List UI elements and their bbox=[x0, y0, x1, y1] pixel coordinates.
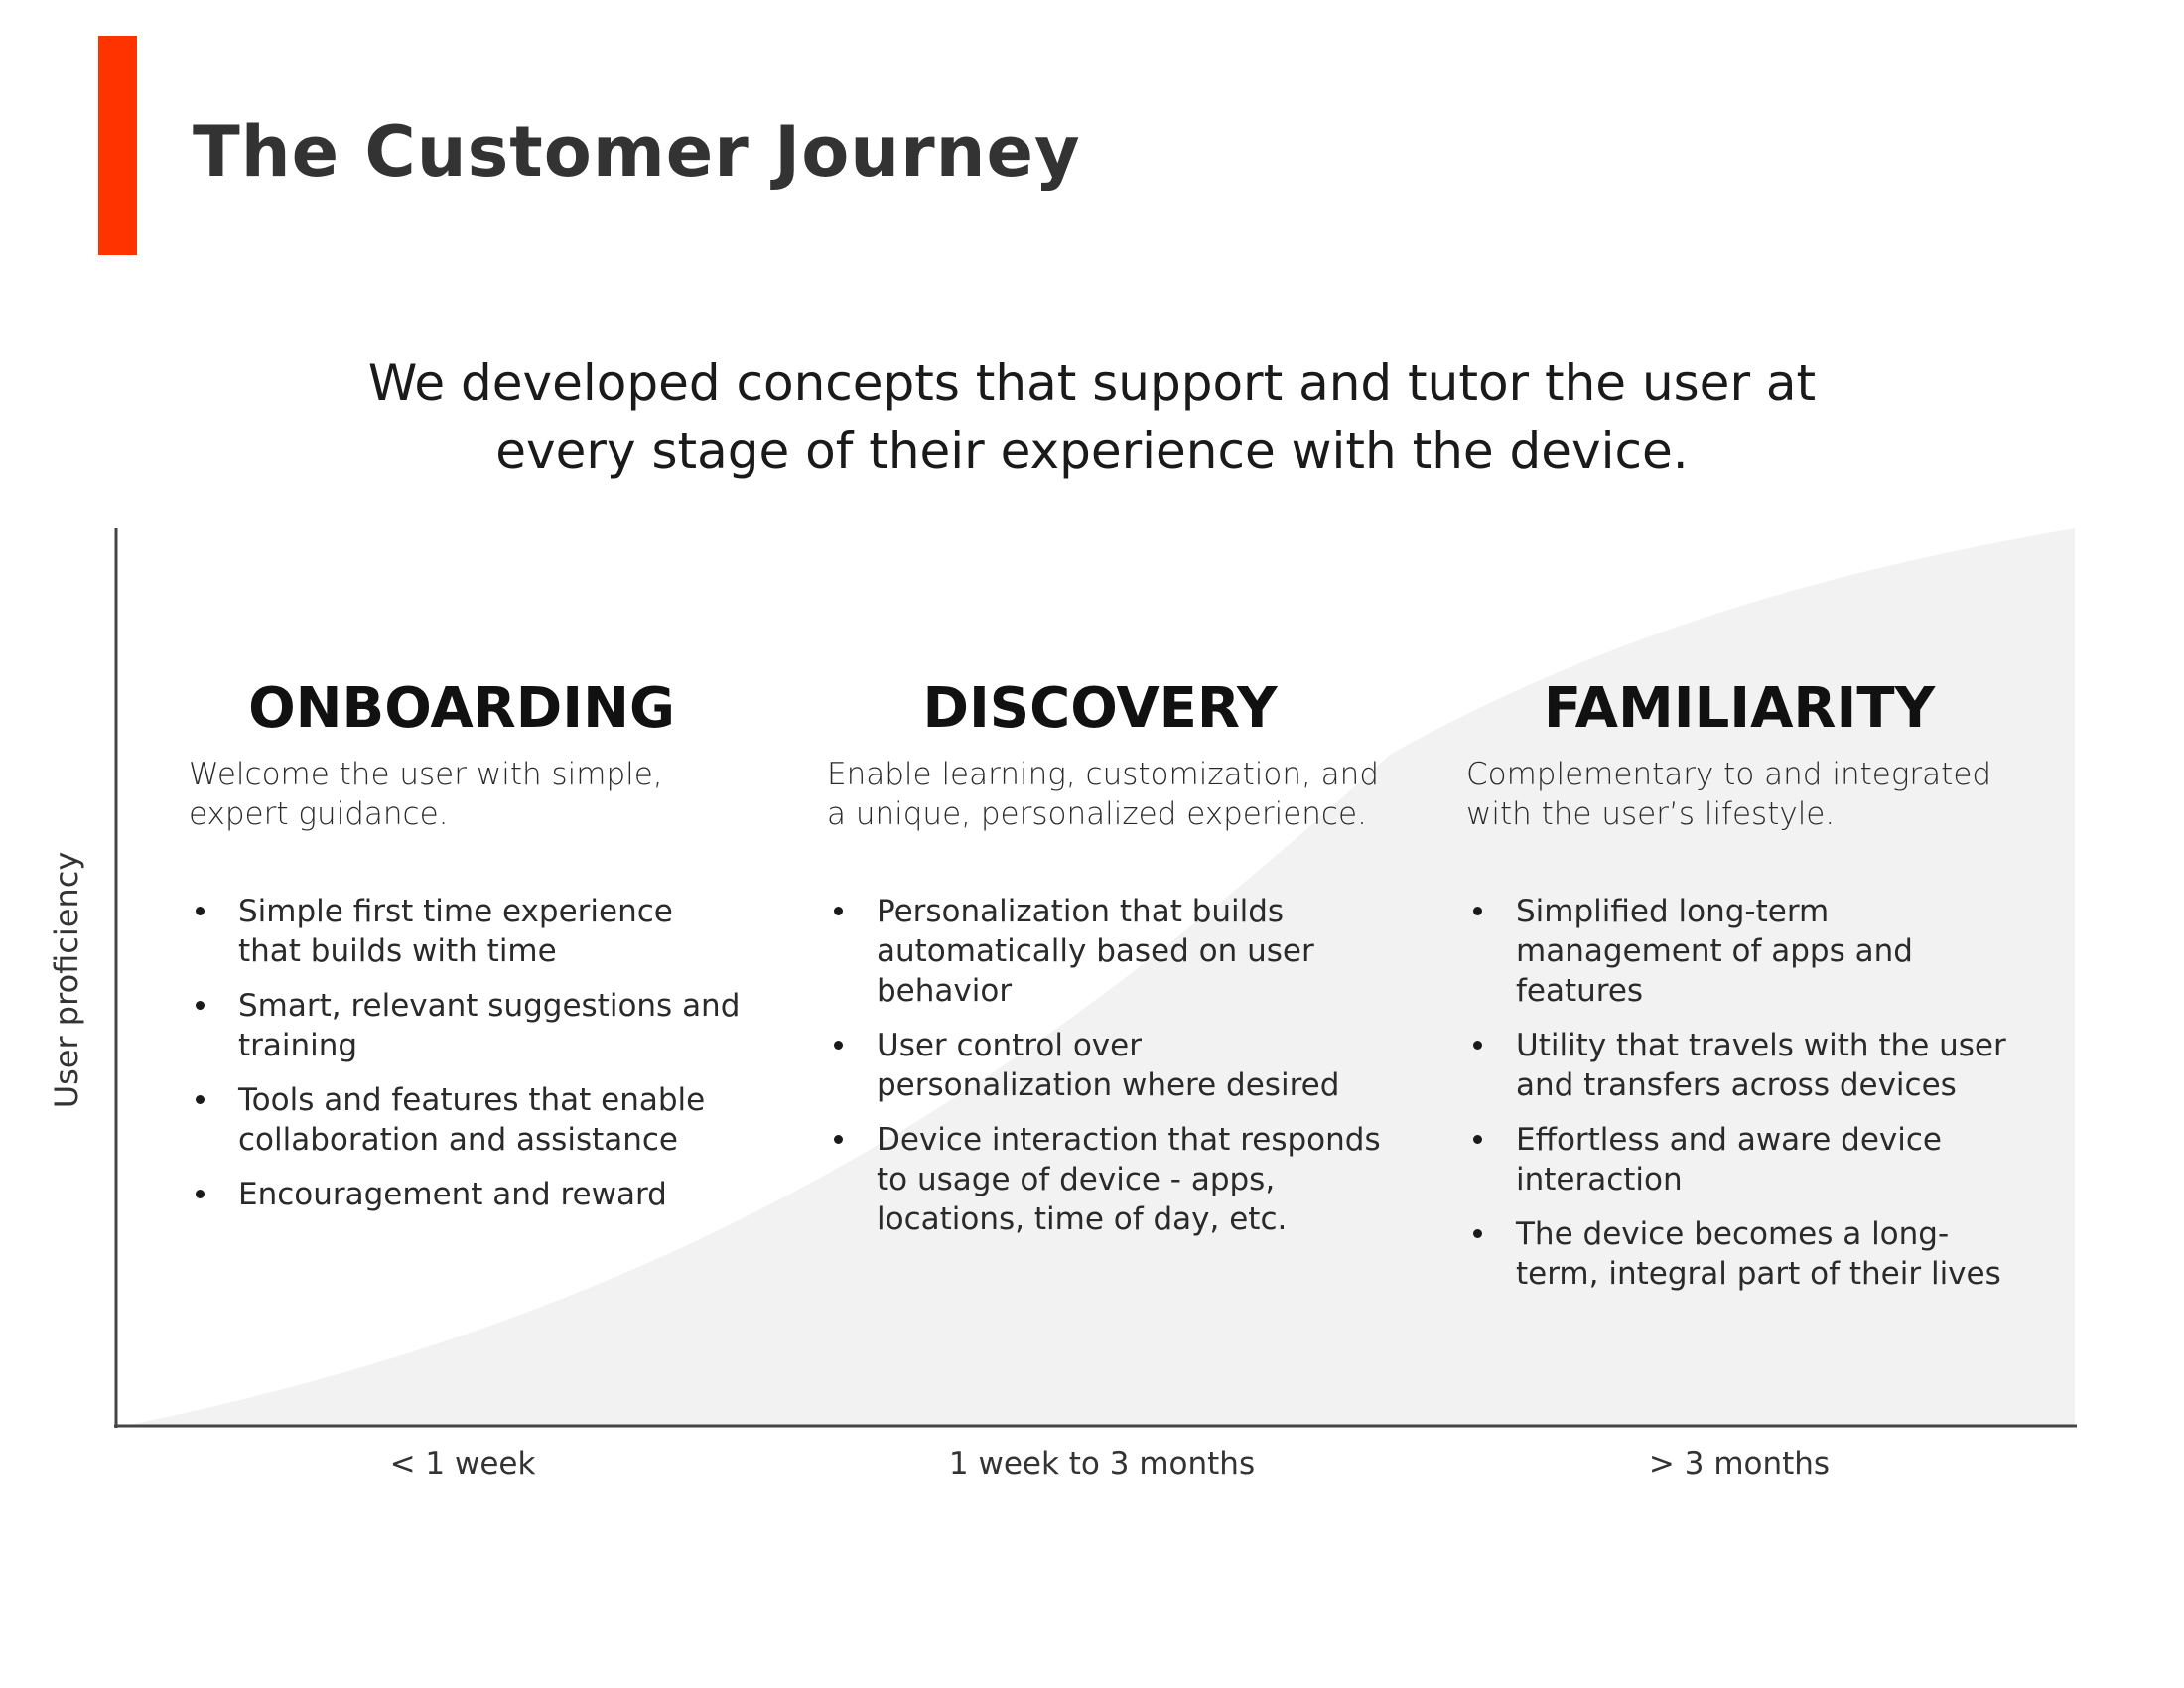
subtitle-line: We developed concepts that support and t… bbox=[367, 354, 1817, 412]
y-axis-label: User proficiency bbox=[48, 851, 85, 1109]
list-item: Smart, relevant suggestions and training bbox=[189, 986, 745, 1065]
list-item: User control over personalization where … bbox=[827, 1026, 1383, 1105]
list-item-text: Simple first time experience that builds… bbox=[238, 894, 673, 969]
bullet-dot bbox=[1473, 907, 1482, 915]
bullet-dot bbox=[196, 1190, 205, 1198]
list-item-text: Simplified long-term management of apps … bbox=[1516, 894, 1913, 1009]
bullet-dot bbox=[834, 1041, 843, 1050]
list-item: Tools and features that enable collabora… bbox=[189, 1080, 745, 1160]
list-item-text: Encouragement and reward bbox=[238, 1177, 667, 1212]
list-item-text: Utility that travels with the user and t… bbox=[1516, 1028, 2006, 1103]
list-item-text: Smart, relevant suggestions and training bbox=[238, 988, 741, 1063]
stage-bullet-list: Personalization that builds automaticall… bbox=[827, 892, 1383, 1254]
list-item: Simplified long-term management of apps … bbox=[1466, 892, 2022, 1011]
title-accent-bar bbox=[98, 36, 137, 255]
x-tick-label: > 3 months bbox=[1648, 1446, 1831, 1481]
page-title: The Customer Journey bbox=[193, 111, 1081, 193]
list-item: Encouragement and reward bbox=[189, 1175, 745, 1214]
list-item: Utility that travels with the user and t… bbox=[1466, 1026, 2022, 1105]
stage-heading: FAMILIARITY bbox=[1543, 676, 1936, 741]
list-item: Device interaction that responds to usag… bbox=[827, 1120, 1383, 1239]
bullet-dot bbox=[1473, 1135, 1482, 1144]
list-item-text: Personalization that builds automaticall… bbox=[877, 894, 1314, 1009]
stage-description: Enable learning, customization, and a un… bbox=[827, 757, 1380, 832]
stage-heading: DISCOVERY bbox=[922, 676, 1278, 741]
list-item: Simple first time experience that builds… bbox=[189, 892, 745, 971]
list-item: Effortless and aware device interaction bbox=[1466, 1120, 2022, 1199]
stage-description: Complementary to and integrated with the… bbox=[1466, 757, 1992, 832]
list-item-text: Device interaction that responds to usag… bbox=[877, 1122, 1381, 1237]
list-item-text: Effortless and aware device interaction bbox=[1516, 1122, 1942, 1197]
bullet-dot bbox=[1473, 1041, 1482, 1050]
subtitle-line: every stage of their experience with the… bbox=[495, 422, 1689, 480]
stage-description: Welcome the user with simple, expert gui… bbox=[189, 757, 663, 832]
list-item: The device becomes a long-term, integral… bbox=[1466, 1214, 2022, 1294]
stage-discovery: DISCOVERY Enable learning, customization… bbox=[827, 675, 1383, 1237]
stage-bullet-list: Simplified long-term management of apps … bbox=[1466, 892, 2022, 1309]
stage-onboarding: ONBOARDING Welcome the user with simple,… bbox=[189, 675, 745, 1212]
bullet-dot bbox=[834, 907, 843, 915]
list-item: Personalization that builds automaticall… bbox=[827, 892, 1383, 1011]
stage-bullet-list: Simple first time experience that builds… bbox=[189, 892, 745, 1229]
bullet-dot bbox=[196, 1095, 205, 1104]
bullet-dot bbox=[196, 1001, 205, 1010]
list-item-text: User control over personalization where … bbox=[877, 1028, 1340, 1103]
bullet-dot bbox=[196, 907, 205, 915]
bullet-dot bbox=[834, 1135, 843, 1144]
stage-familiarity: FAMILIARITY Complementary to and integra… bbox=[1466, 675, 2022, 1292]
x-tick-label: < 1 week bbox=[389, 1446, 536, 1481]
bullet-dot bbox=[1473, 1229, 1482, 1238]
list-item-text: The device becomes a long-term, integral… bbox=[1516, 1216, 2001, 1292]
x-tick-label: 1 week to 3 months bbox=[948, 1446, 1256, 1481]
proficiency-curve-area bbox=[124, 528, 2075, 1426]
page-subtitle: We developed concepts that support and t… bbox=[199, 350, 1985, 485]
stage-heading: ONBOARDING bbox=[248, 676, 675, 741]
list-item-text: Tools and features that enable collabora… bbox=[238, 1082, 706, 1158]
